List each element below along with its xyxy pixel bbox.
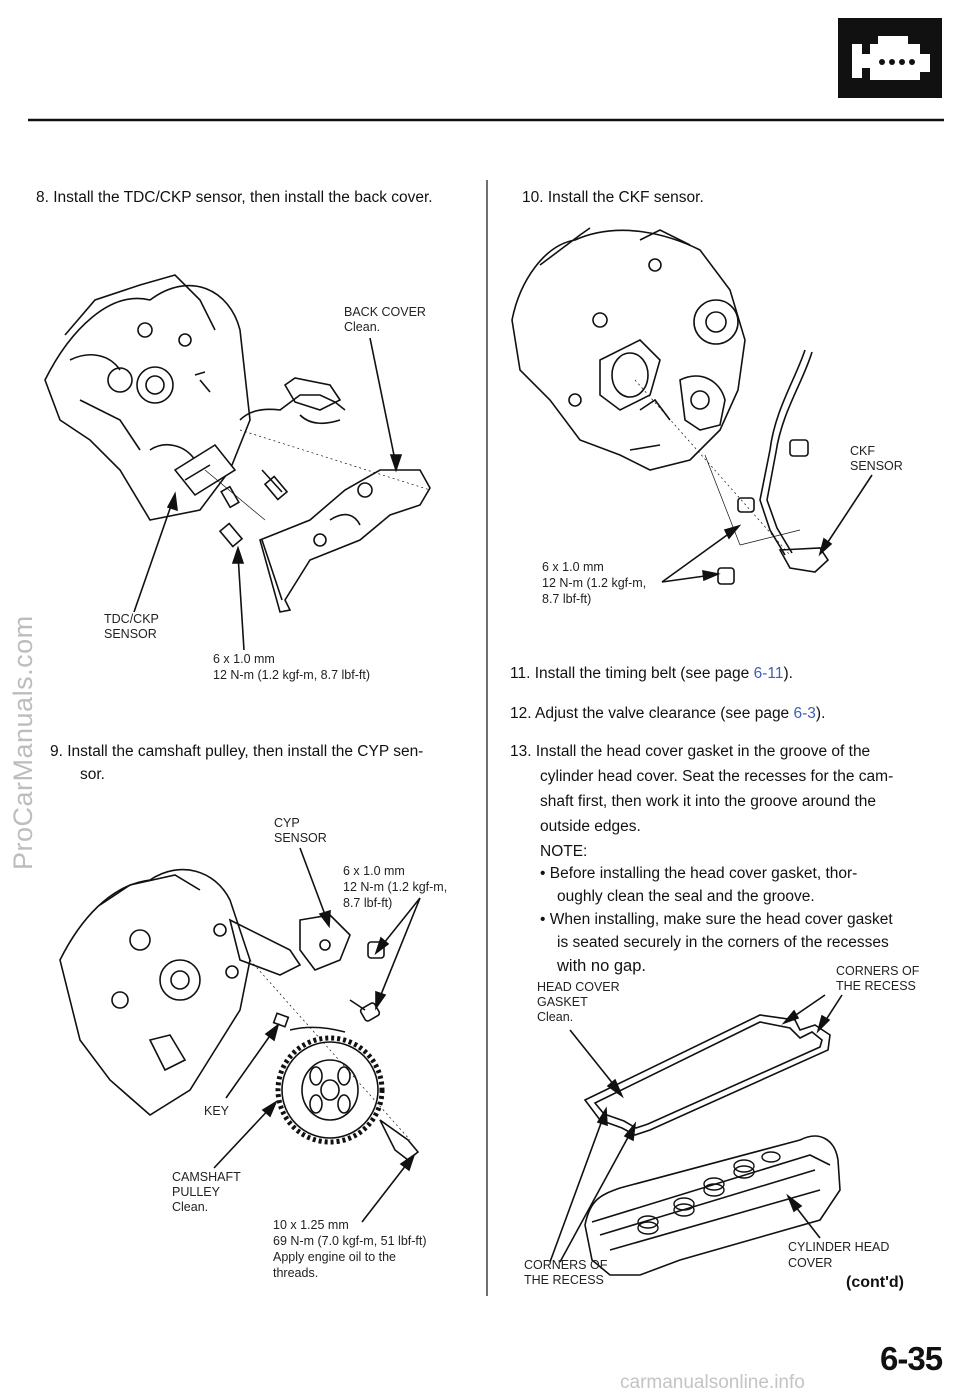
step-12-prefix: 12. Adjust the valve clearance (see page [510,705,794,722]
corners-bottom-label-line1: CORNERS OF [524,1258,608,1272]
step-9-line1: 9. Install the camshaft pulley, then ins… [50,743,424,760]
figure-tdc-ckp [44,274,431,613]
cylinder-head-cover-label-line2: COVER [788,1256,833,1270]
cyp-sensor-label-line1: CYP [274,816,300,830]
page-number: 6-35 [880,1340,943,1377]
page-link-6-3[interactable]: 6-3 [793,705,816,722]
engine-icon [838,18,942,98]
figure-ckf-sensor [511,227,830,585]
bolt-3-torque: 69 N-m (7.0 kgf-m, 51 lbf-ft) [273,1234,427,1248]
bolt-2-torque-line2: 8.7 lbf-ft) [343,896,393,910]
camshaft-pulley-label-line1: CAMSHAFT [172,1170,241,1184]
step-13-line3: shaft first, then work it into the groov… [540,793,877,810]
key-label: KEY [204,1104,230,1118]
note-1-line1: • Before installing the head cover gaske… [540,865,858,882]
bolt-2-size: 6 x 1.0 mm [343,864,405,878]
note-1-line2: oughly clean the seal and the groove. [557,888,815,905]
step-9-line2: sor. [80,766,105,783]
corners-top-label-line1: CORNERS OF [836,964,920,978]
watermark-procarmanuals: ProCarManuals.com [8,615,38,870]
note-2-line3: with no gap. [557,957,646,975]
cyp-sensor-label-line2: SENSOR [274,831,327,845]
figure-camshaft-pulley [59,868,420,1162]
bolt-4-torque-line2: 8.7 lbf-ft) [542,592,592,606]
note-2-line1: • When installing, make sure the head co… [540,911,893,928]
step-13-line1: 13. Install the head cover gasket in the… [510,743,871,760]
note-2-line2: is seated securely in the corners of the… [557,934,889,951]
ckf-sensor-label-line2: SENSOR [850,459,903,473]
page-link-6-11[interactable]: 6-11 [753,665,784,682]
tdc-ckp-label-line2: SENSOR [104,627,157,641]
step-13-line2: cylinder head cover. Seat the recesses f… [540,768,894,785]
step-8-text: 8. Install the TDC/CKP sensor, then inst… [36,189,433,206]
step-12-suffix: ). [815,705,826,722]
figure-ckf-leaders [661,474,873,583]
watermark-carmanualsonline: carmanualsonline.info [620,1372,805,1393]
bolt-4-torque-line1: 12 N-m (1.2 kgf-m, [542,576,647,590]
figure-head-leaders [549,994,843,1263]
ckf-sensor-label-line1: CKF [850,444,875,458]
step-11-text: 11. Install the timing belt (see page 6-… [510,662,793,686]
head-cover-gasket-label-line2: GASKET [537,995,588,1009]
bolt-3-note-line2: threads. [273,1266,319,1280]
corners-top-label-line2: THE RECESS [836,979,916,993]
cylinder-head-cover-label-line1: CYLINDER HEAD [788,1240,890,1254]
note-title: NOTE: [540,843,588,860]
back-cover-label: BACK COVER [344,305,426,319]
bolt-3-size: 10 x 1.25 mm [273,1218,349,1232]
step-11-prefix: 11. Install the timing belt (see page [510,665,754,682]
step-10-text: 10. Install the CKF sensor. [522,189,704,206]
camshaft-pulley-note: Clean. [172,1200,209,1214]
camshaft-pulley-label-line2: PULLEY [172,1185,220,1199]
bolt-2-torque-line1: 12 N-m (1.2 kgf-m, [343,880,448,894]
head-cover-gasket-label-line1: HEAD COVER [537,980,620,994]
corners-bottom-label-line2: THE RECESS [524,1273,604,1287]
step-12-text: 12. Adjust the valve clearance (see page… [510,702,825,726]
bolt-1-torque: 12 N-m (1.2 kgf-m, 8.7 lbf-ft) [213,668,370,682]
step-13-line4: outside edges. [540,818,641,835]
bolt-4-size: 6 x 1.0 mm [542,560,604,574]
tdc-ckp-label-line1: TDC/CKP [104,612,159,626]
bolt-3-note-line1: Apply engine oil to the [273,1250,397,1264]
figure-cyp-leaders [213,847,421,1223]
head-cover-gasket-note: Clean. [537,1010,574,1024]
continued-label: (cont'd) [846,1274,905,1291]
bolt-1-size: 6 x 1.0 mm [213,652,275,666]
step-11-suffix: ). [783,665,793,682]
figure-tdc-leaders [133,337,403,651]
back-cover-note: Clean. [344,320,381,334]
